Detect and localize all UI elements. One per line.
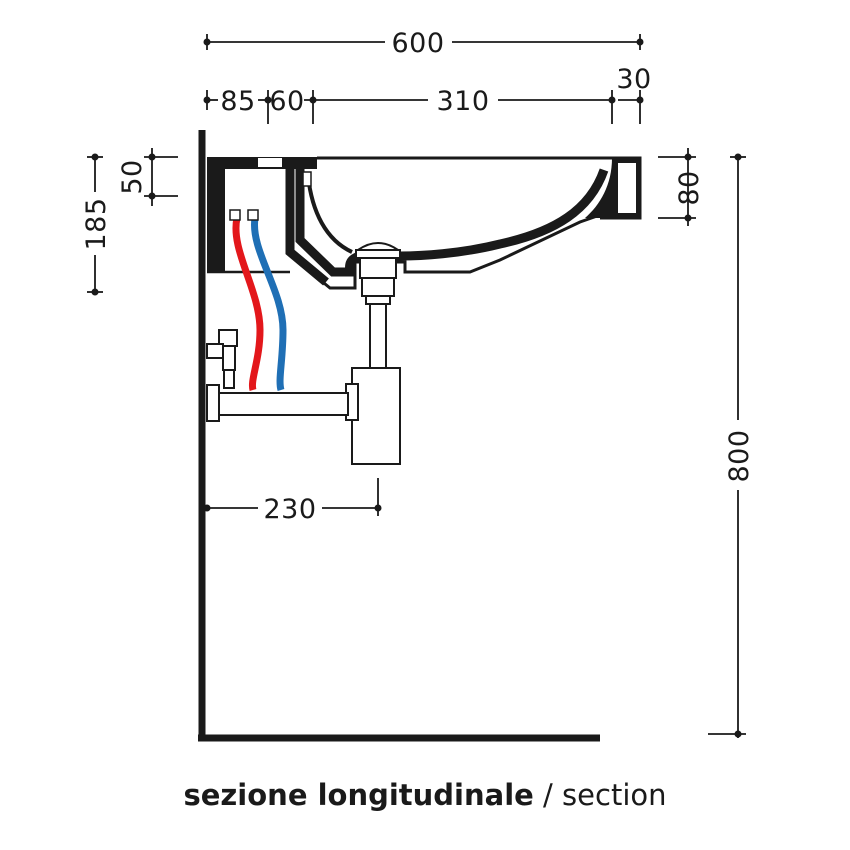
- dim-rim-height: 50: [117, 159, 148, 194]
- drain-trap: [206, 242, 402, 465]
- dim-front-lip: 30: [616, 64, 651, 95]
- dim-basin-height: 185: [81, 197, 112, 250]
- dimension-dots: [91, 38, 742, 738]
- caption-separator: /: [543, 778, 553, 812]
- dim-mount-height: 800: [724, 429, 755, 482]
- dim-bowl-width: 310: [436, 86, 489, 117]
- dim-overflow-offset: 60: [269, 86, 304, 117]
- caption-italian: sezione longitudinale: [183, 778, 534, 812]
- caption-english: section: [562, 778, 667, 812]
- supply-pipes: [229, 209, 287, 392]
- angle-valve: [206, 329, 238, 389]
- dim-back-offset: 85: [220, 86, 255, 117]
- dim-total-width: 600: [391, 28, 444, 59]
- dimension-lines: [87, 34, 746, 738]
- section-caption: sezione longitudinale / section: [0, 778, 850, 812]
- wall-floor: [198, 130, 600, 742]
- sink-body: [207, 156, 642, 290]
- dim-trap-distance: 230: [263, 494, 316, 525]
- dim-front-height: 80: [674, 170, 705, 205]
